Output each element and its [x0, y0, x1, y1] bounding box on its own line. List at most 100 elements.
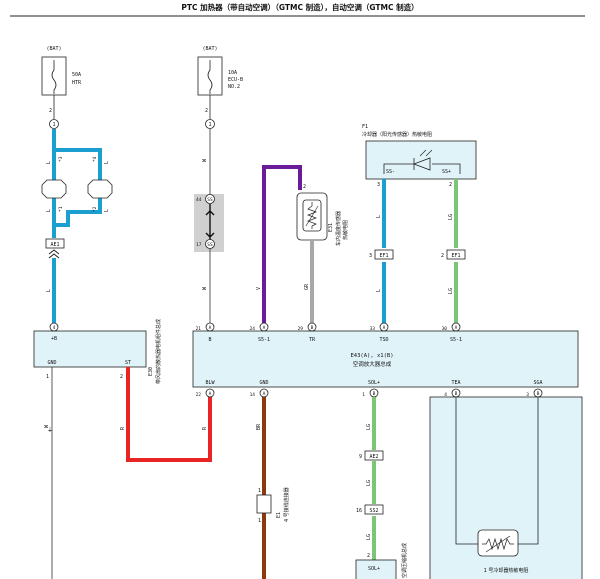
conn-ss2-pin: 16	[356, 508, 362, 514]
evap-wire-tea	[455, 397, 478, 545]
wire-label-l2: L	[104, 161, 110, 164]
conn-ae1-label: AE1	[50, 242, 59, 248]
e1-pin-bot: 1	[258, 518, 261, 524]
evap-arrow	[485, 535, 511, 553]
wire-red	[126, 367, 212, 462]
wire-label-l3: L	[46, 209, 52, 212]
svg-text:S5-1: S5-1	[450, 337, 462, 343]
svg-text:14: 14	[250, 392, 256, 398]
wire-label-r: R	[120, 426, 126, 430]
e30-pin-st: 2	[120, 374, 123, 380]
f1-box	[365, 140, 477, 180]
e1-ref: E1	[276, 512, 282, 518]
f1-desc: 冷却器（阳光传感器）热敏电阻	[362, 131, 432, 138]
ss-num-top: 44	[196, 197, 202, 203]
e43-title: E43(A), x1(B)	[350, 353, 393, 359]
f1-pin-l: 3	[377, 182, 380, 188]
evap-desc: 1 号冷却器热敏电阻	[484, 567, 529, 574]
fuse2-rating: 10A	[228, 70, 237, 76]
fuse2-conn	[205, 119, 215, 129]
svg-text:30: 30	[442, 326, 448, 332]
e30-pin-gnd: 1	[46, 374, 49, 380]
wire-label-lg1: LG	[448, 214, 454, 220]
fuse1-rating: 50A	[72, 72, 81, 78]
svg-text:BLW: BLW	[205, 380, 215, 386]
e30-desc: 带风扇的散热器电机组件总成	[155, 319, 162, 384]
wire-label-l5: L	[46, 289, 52, 292]
splice-left-a	[41, 179, 67, 199]
wire-label-lg4: LG	[366, 480, 372, 486]
f1-light-arrows	[419, 149, 433, 157]
fuse2-symbol	[207, 60, 213, 94]
conn-ae2-label: AE2	[369, 454, 378, 460]
wire-blue-left	[52, 129, 102, 323]
ss-conn-bot-label: SS	[207, 242, 213, 248]
fuse2-conn-label: 1	[208, 122, 211, 128]
e43-pin-bot-3: TEA 4 B	[444, 380, 460, 398]
fuse2-name2: NO.2	[228, 84, 240, 90]
svg-text:TEA: TEA	[451, 380, 460, 386]
fuse1-pin: 2	[49, 108, 52, 114]
e31-arrow	[305, 205, 319, 227]
ss-conn-bot	[205, 239, 215, 249]
e43-pin-bot-0: BLW 22 A	[196, 380, 216, 398]
conn-ss2-label: SS2	[369, 508, 378, 514]
mark-b: *2	[92, 206, 98, 212]
e1-box	[256, 494, 272, 514]
conn-ef1-a-pin: 3	[369, 253, 372, 259]
ground-symbol: ⏚	[47, 427, 53, 434]
e43-pin-bot-1: GND 14 A	[250, 380, 269, 398]
wire-label-v: V	[256, 287, 262, 290]
svg-text:22: 22	[196, 392, 202, 398]
svg-text:TSD: TSD	[379, 337, 388, 343]
e43-pin-top-2: 29 B TR	[298, 322, 317, 343]
e31-desc: 车内温度传感器	[335, 211, 342, 246]
wire-label-br: BR	[256, 423, 262, 430]
ss-arrows	[205, 204, 215, 240]
e31-desc2: 热敏电阻	[342, 220, 349, 240]
svg-text:TR: TR	[309, 337, 316, 343]
wire-label-l7: L	[376, 289, 382, 292]
e30-ref: E30	[148, 367, 154, 376]
svg-text:33: 33	[370, 326, 376, 332]
svg-text:A: A	[383, 325, 386, 331]
svg-text:A: A	[263, 325, 266, 331]
e30-box	[33, 330, 147, 368]
splice-left-b	[87, 179, 113, 199]
f1-ss-plus: SS+	[442, 169, 451, 175]
f1-ss-minus: SS-	[386, 169, 395, 175]
ss-conn-top	[205, 194, 215, 204]
fuse2-name: ECU-B	[228, 77, 243, 83]
svg-text:1: 1	[362, 392, 365, 398]
e30-st: ST	[125, 360, 131, 366]
evap-thermistor	[477, 529, 519, 557]
e31-inner	[302, 199, 322, 232]
conn-ef1-b	[446, 249, 466, 260]
conn-ae1-chevron	[48, 249, 60, 259]
f1-circuit	[383, 157, 461, 174]
e31-ref: E31	[328, 223, 334, 232]
e43-box	[192, 330, 579, 388]
svg-text:A: A	[209, 391, 212, 397]
e43-pin-top-4: 30 A S5-1	[442, 322, 462, 343]
svg-text:24: 24	[250, 326, 256, 332]
fuse1-source: (BAT)	[46, 46, 61, 52]
wire-label-w: W	[202, 158, 208, 162]
wire-label-b: W	[44, 424, 50, 428]
sol-box	[355, 559, 397, 579]
svg-text:3: 3	[526, 392, 529, 398]
wire-label-l6: L	[376, 215, 382, 218]
svg-text:B: B	[455, 391, 458, 397]
wire-purple	[262, 165, 302, 323]
svg-text:B: B	[373, 391, 376, 397]
svg-text:A: A	[455, 325, 458, 331]
e30-gnd: GND	[47, 360, 56, 366]
svg-text:A: A	[209, 325, 212, 331]
e30-pin-top-num: 4	[53, 325, 56, 331]
svg-text:29: 29	[298, 326, 304, 332]
fuse1-conn-label: 1	[52, 122, 55, 128]
conn-ef1-a	[374, 249, 394, 260]
svg-text:A: A	[263, 391, 266, 397]
evap-resistor	[482, 537, 514, 551]
mark-c: *3	[58, 156, 64, 162]
